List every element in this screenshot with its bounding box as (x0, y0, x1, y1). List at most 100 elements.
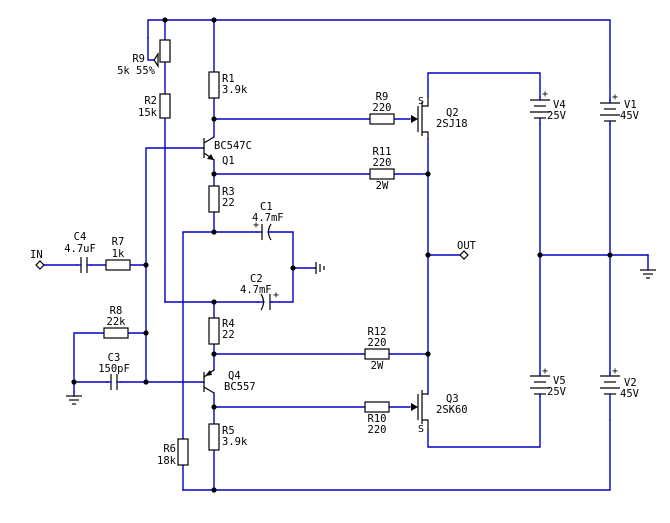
resistor-r12 (364, 348, 390, 360)
transistors: S S (203, 96, 429, 435)
r3-value: 22 (222, 197, 235, 209)
q1-emitter-arrow (207, 154, 214, 160)
junction-dot (143, 330, 149, 336)
junction-dot (537, 252, 543, 258)
v5-value: 25V (547, 386, 567, 398)
v2-value: 45V (620, 388, 640, 400)
q3-gate-arrow (411, 403, 418, 411)
v4-ref: V4 (553, 99, 566, 111)
resistor-r8 (103, 327, 129, 339)
transistor-q2: S (411, 96, 429, 139)
c4-value: 4.7uF (64, 243, 96, 255)
c3-ref: C3 (108, 352, 121, 364)
resistor-r10 (364, 401, 390, 413)
r7-value: 1k (112, 248, 125, 260)
c1-ref: C1 (260, 201, 273, 213)
wire-r9-wiper-loop (147, 37, 155, 61)
resistor-r9-gate (369, 113, 395, 125)
q1-ref: Q1 (222, 155, 235, 167)
resistor-r6 (177, 438, 189, 466)
battery-v2: + (600, 366, 620, 421)
junction-dot (211, 404, 217, 410)
r6-value: 18k (157, 455, 177, 467)
r10-value: 220 (368, 424, 387, 436)
r5-ref: R5 (222, 425, 235, 437)
v2-plus-symbol: + (612, 366, 618, 377)
c1-value: 4.7mF (252, 212, 284, 224)
resistor-r1 (208, 71, 220, 99)
junction-dot (425, 252, 431, 258)
resistor-r11 (369, 168, 395, 180)
c4-ref: C4 (74, 231, 87, 243)
v1-value: 45V (620, 110, 640, 122)
junction-dot (425, 351, 431, 357)
r5-value: 3.9k (222, 436, 248, 448)
r7-ref: R7 (112, 236, 125, 248)
junction-dot (211, 116, 217, 122)
junction-dot (211, 487, 217, 493)
r12-value: 220 (368, 337, 387, 349)
r10-ref: R10 (368, 413, 387, 425)
q1-collector (203, 136, 215, 144)
q2-gate-arrow (411, 115, 418, 123)
junction-dot (607, 252, 613, 258)
terminals (35, 250, 469, 270)
q3-source-lead (422, 419, 429, 430)
r11-value: 220 (373, 157, 392, 169)
q1-part: BC547C (214, 140, 252, 152)
labels: IN OUT R9 5k 55% R2 15k R1 3.9k BC547C Q… (30, 53, 640, 467)
r11-ref: R11 (373, 146, 392, 158)
r8-ref: R8 (110, 305, 123, 317)
resistor-r9-pot (159, 39, 171, 63)
r9-gate-ref: R9 (376, 91, 389, 103)
v1-ref: V1 (624, 99, 637, 111)
q3-part: 2SK60 (436, 404, 468, 416)
input-terminal-icon[interactable] (35, 260, 45, 270)
output-label: OUT (457, 240, 477, 252)
wires (39, 19, 649, 491)
batteries: + + + + (530, 89, 620, 421)
grounds (66, 262, 656, 405)
r12-rating: 2W (371, 360, 384, 372)
wire-top-rail (147, 19, 611, 101)
wire-q1-base (145, 147, 205, 383)
q4-part: BC557 (224, 381, 256, 393)
q2-ref: Q2 (446, 107, 459, 119)
output-terminal-icon[interactable] (459, 250, 469, 260)
r2-ref: R2 (144, 95, 157, 107)
junction-dot (143, 262, 149, 268)
junction-dot (211, 299, 217, 305)
r2-value: 15k (138, 107, 158, 119)
r9-pot-ref: R9 (132, 53, 145, 65)
ground-icon (315, 262, 325, 274)
transistor-q1 (203, 136, 215, 161)
v4-plus-symbol: + (542, 89, 548, 100)
c1-plus-symbol: + (253, 220, 259, 231)
resistor-r2 (159, 93, 171, 119)
q2-part: 2SJ18 (436, 118, 468, 130)
junction-dot (143, 379, 149, 385)
r1-ref: R1 (222, 73, 235, 85)
input-label: IN (30, 249, 43, 261)
q4-ref: Q4 (228, 370, 241, 382)
r4-ref: R4 (222, 318, 235, 330)
ground-icon (640, 269, 656, 279)
r12-ref: R12 (368, 326, 387, 338)
battery-v5: + (530, 366, 550, 397)
junction-dot (71, 379, 77, 385)
resistor-r3 (208, 185, 220, 213)
junction-dot (211, 351, 217, 357)
wire-r6-column (182, 231, 215, 466)
junction-dot (211, 17, 217, 23)
transistor-q4 (203, 369, 215, 394)
q2-source-lead (422, 96, 429, 107)
resistor-r5 (208, 423, 220, 451)
c3-value: 150pF (98, 363, 130, 375)
battery-v4: + (530, 89, 550, 125)
resistors (103, 39, 395, 466)
wire-r8-left (73, 332, 105, 393)
ground-icon (66, 391, 82, 405)
r8-value: 22k (107, 316, 127, 328)
capacitors: + + (76, 220, 279, 390)
